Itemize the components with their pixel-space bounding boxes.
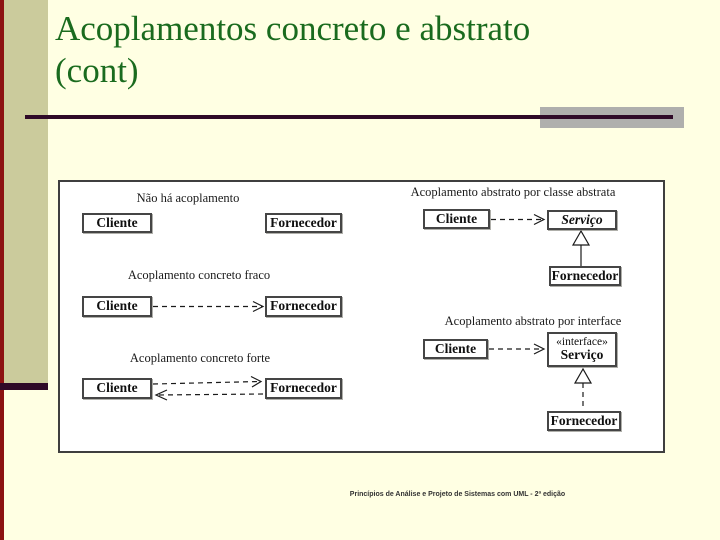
class-name: Cliente (435, 210, 478, 226)
class-box-servico-abstract: Serviço (547, 210, 617, 230)
section-label-strong-concrete: Acoplamento concreto forte (129, 351, 271, 365)
dependency-arrow-interface (489, 343, 546, 355)
interface-name: Serviço (560, 347, 604, 363)
section-label-no-coupling: Não há acoplamento (136, 191, 240, 205)
class-box-cliente-interface: Cliente (423, 339, 488, 359)
class-box-cliente-abstract: Cliente (423, 209, 490, 229)
dependency-arrow-strong-right (152, 375, 263, 388)
class-box-cliente-strong: Cliente (82, 378, 152, 399)
slide-title: Acoplamentos concreto e abstrato (cont) (55, 8, 695, 92)
class-name: Cliente (96, 298, 138, 314)
left-band-underline (0, 383, 48, 390)
class-box-fornecedor-interface: Fornecedor (547, 411, 621, 431)
dependency-arrow-abstract (491, 213, 546, 226)
class-box-cliente-weak: Cliente (82, 296, 152, 317)
dependency-arrow-weak (153, 300, 265, 313)
interface-stereotype: «interface» (556, 336, 608, 349)
title-rule (25, 115, 673, 119)
class-name: Cliente (96, 380, 138, 396)
left-edge-accent (0, 0, 4, 540)
class-box-fornecedor-none: Fornecedor (265, 213, 342, 233)
section-label-weak-concrete: Acoplamento concreto fraco (127, 268, 271, 282)
class-name: Fornecedor (270, 214, 337, 230)
title-line-1: Acoplamentos concreto e abstrato (55, 9, 531, 48)
class-name: Fornecedor (551, 267, 619, 283)
uml-coupling-diagram: Não há acoplamento Acoplamento concreto … (58, 180, 665, 453)
abstract-class-name: Serviço (561, 211, 603, 227)
dependency-arrow-strong-left (154, 389, 264, 401)
realization-arrow (573, 367, 593, 410)
section-label-abstract-class: Acoplamento abstrato por classe abstrata (410, 185, 616, 199)
footer-caption: Princípios de Análise e Projeto de Siste… (349, 491, 566, 498)
diagram-connectors (152, 213, 593, 410)
left-band (4, 0, 48, 383)
class-name: Cliente (96, 214, 138, 230)
class-box-fornecedor-weak: Fornecedor (265, 296, 342, 317)
class-name: Fornecedor (270, 298, 337, 314)
class-name: Fornecedor (270, 380, 337, 396)
interface-box-servico: «interface» Serviço (547, 332, 617, 367)
class-name: Fornecedor (550, 412, 618, 428)
class-box-fornecedor-strong: Fornecedor (265, 378, 342, 399)
generalization-arrow (571, 229, 591, 266)
title-line-2: (cont) (55, 51, 139, 90)
section-label-interface: Acoplamento abstrato por interface (444, 314, 622, 328)
class-box-fornecedor-abstract: Fornecedor (549, 266, 621, 286)
class-box-cliente-none: Cliente (82, 213, 152, 233)
class-name: Cliente (434, 340, 477, 356)
